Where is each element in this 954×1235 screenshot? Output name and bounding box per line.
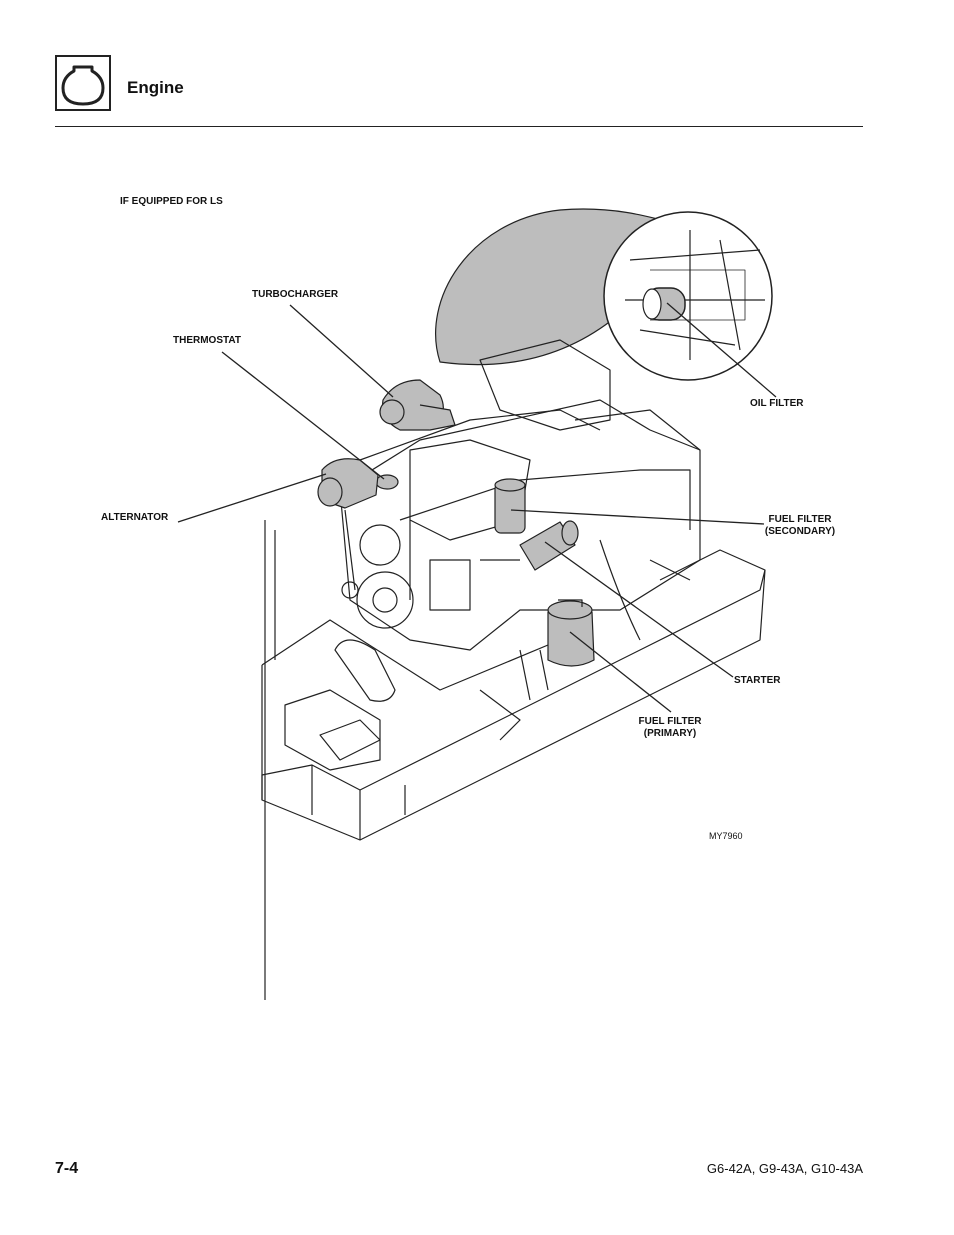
label-fuel-filter-secondary: FUEL FILTER (SECONDARY) [765,514,835,538]
thermostat-part [375,474,399,490]
fuel-filter-primary-part [547,611,595,667]
model-list: G6-42A, G9-43A, G10-43A [706,1161,863,1176]
engine-icon-box [55,55,111,111]
starter-part [519,521,576,571]
label-alternator: ALTERNATOR [101,512,169,523]
engine-outline-icon [61,65,105,106]
header-rule [55,126,863,127]
leader-thermostat [221,351,385,480]
leader-turbocharger [289,304,394,398]
chassis-frame [261,520,766,1000]
leader-starter [544,541,734,678]
label-starter: STARTER [734,675,781,686]
section-title: Engine [127,78,184,97]
label-fuel-filter-secondary-line2: (SECONDARY) [764,526,836,537]
leader-fuel-filter-primary [569,631,672,713]
label-oil-filter: OIL FILTER [750,398,804,409]
label-thermostat: THERMOSTAT [173,335,241,346]
label-fuel-filter-primary-line1: FUEL FILTER [638,716,702,727]
figure-id: MY7960 [709,831,743,841]
engine-block [339,399,701,651]
leader-alternator [177,473,327,523]
label-fuel-filter-primary: FUEL FILTER (PRIMARY) [639,716,702,740]
label-turbocharger: TURBOCHARGER [252,289,339,300]
oil-filter-inset [603,211,773,381]
page-number: 7-4 [55,1160,79,1177]
label-fuel-filter-primary-line2: (PRIMARY) [643,728,697,739]
label-fuel-filter-secondary-line1: FUEL FILTER [768,514,832,525]
leader-oil-filter [666,302,777,398]
leader-fuel-filter-secondary [510,509,765,525]
inset-caption: IF EQUIPPED FOR LS [120,196,223,207]
